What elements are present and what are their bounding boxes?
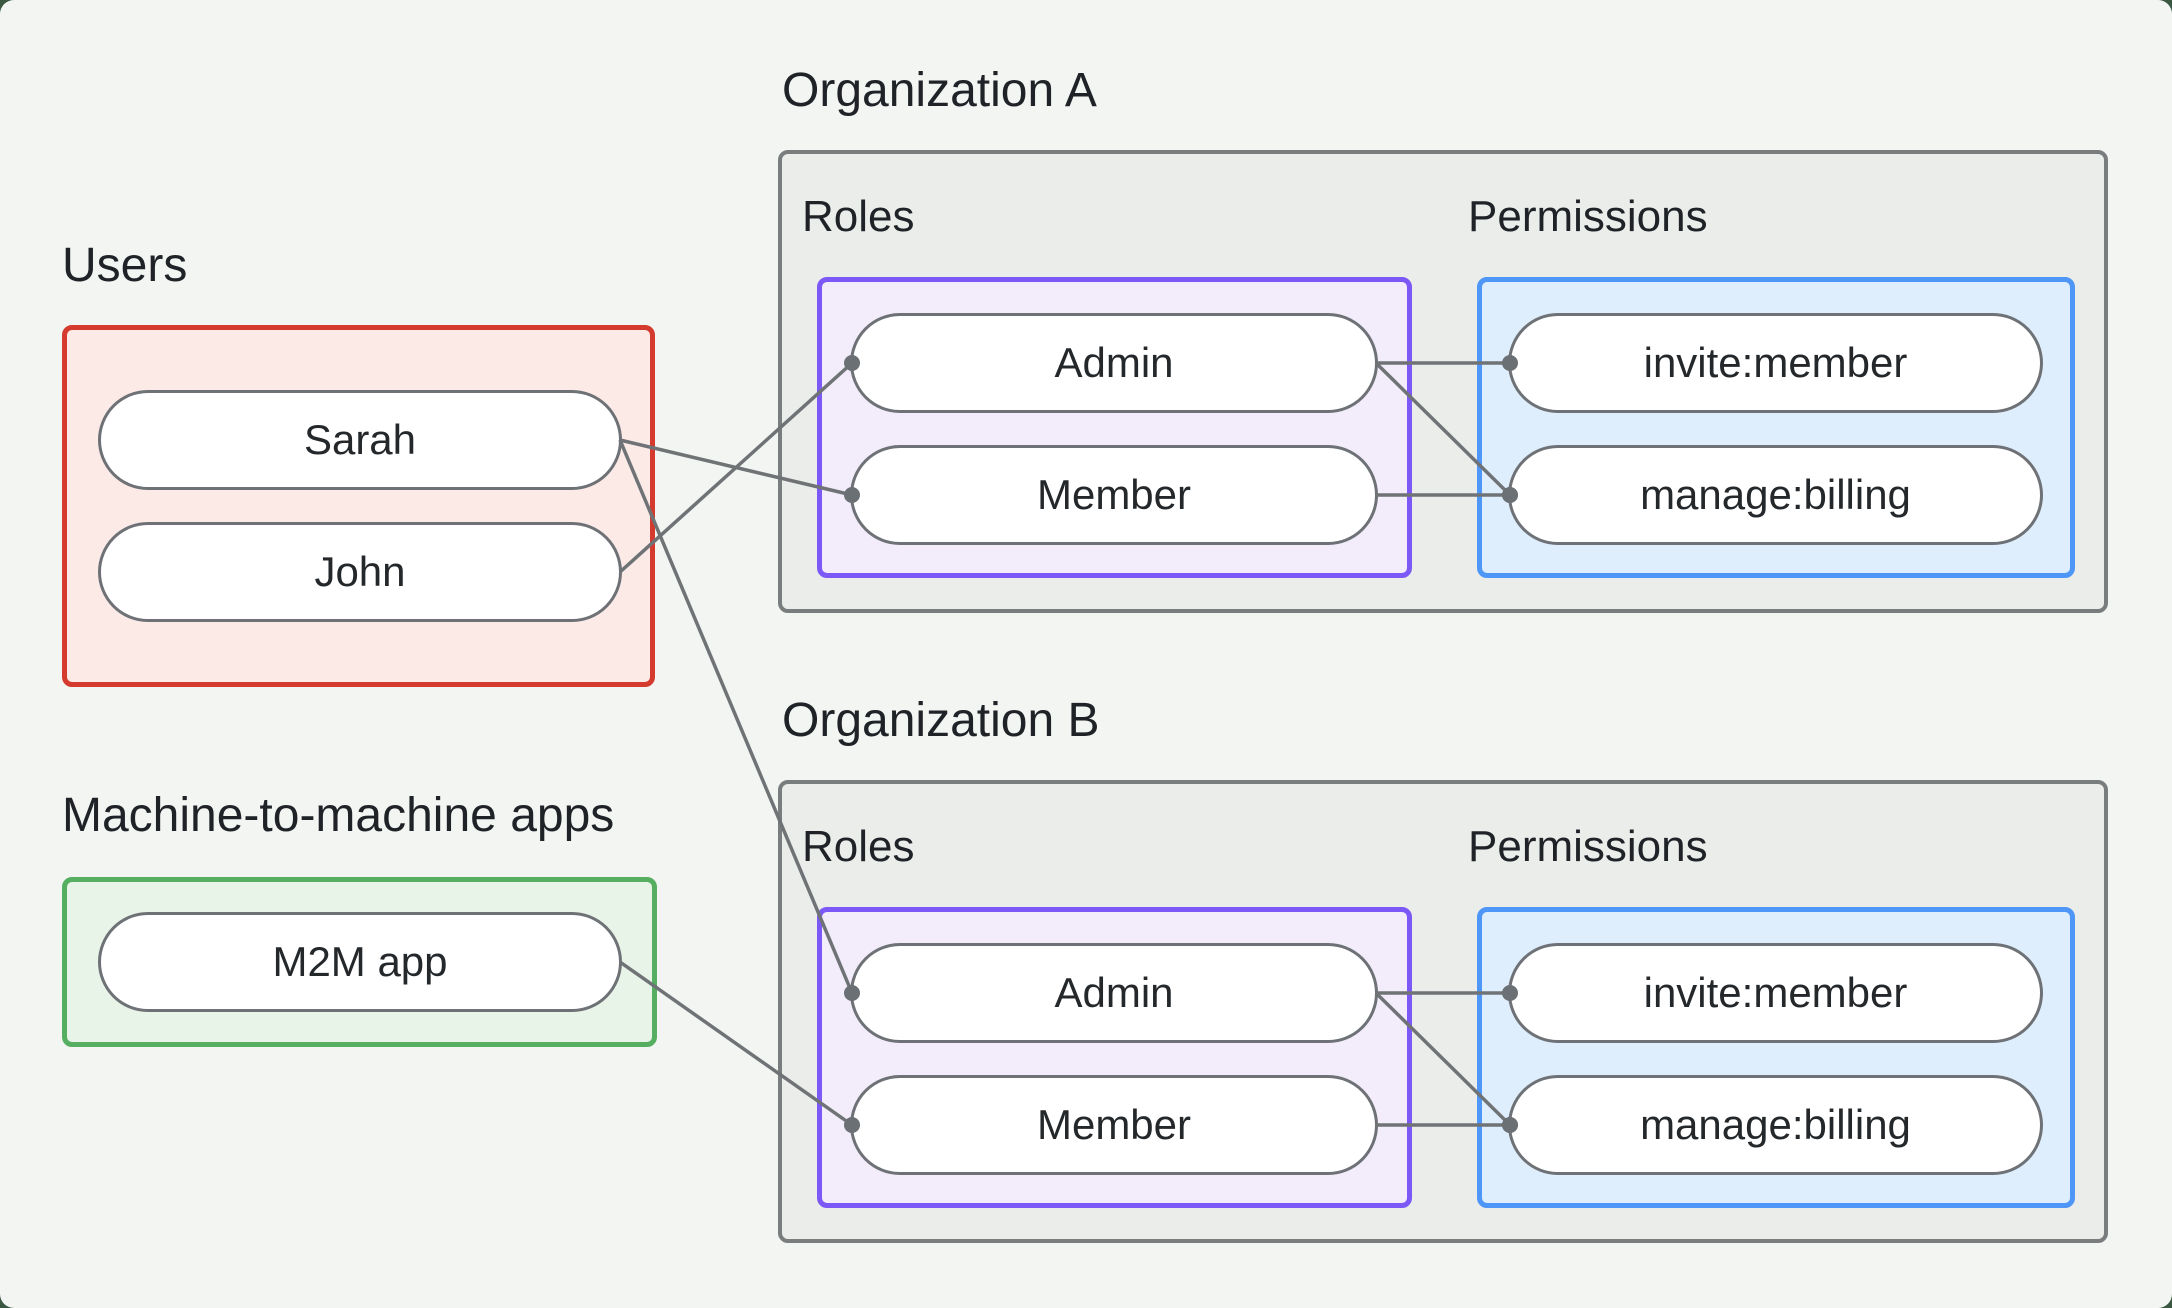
- org-a-permissions-label: Permissions: [1468, 192, 1708, 241]
- users-group-label: Users: [62, 239, 188, 292]
- org-a-role-pill-member-label: Member: [1036, 471, 1192, 518]
- org-a-permission-pill-manage-billing-label: manage:billing: [1640, 471, 1911, 518]
- m2m-group-label: Machine-to-machine apps: [62, 789, 615, 842]
- org-b-title: Organization B: [782, 694, 1100, 747]
- org-b-role-pill-member: Member: [850, 1075, 1378, 1175]
- org-a-role-pill-admin-label: Admin: [1054, 339, 1174, 386]
- org-b-role-pill-admin: Admin: [850, 943, 1378, 1043]
- org-a-permission-pill-invite-member: invite:member: [1508, 313, 2043, 413]
- m2m-app-pill: M2M app: [98, 912, 622, 1012]
- org-a-roles-label: Roles: [802, 192, 915, 241]
- org-a-permission-pill-invite-member-label: invite:member: [1643, 339, 1908, 386]
- m2m-app-pill-label: M2M app: [272, 938, 448, 985]
- org-a-permission-pill-manage-billing: manage:billing: [1508, 445, 2043, 545]
- org-a-title: Organization A: [782, 64, 1097, 117]
- org-b-permission-pill-invite-member-label: invite:member: [1643, 969, 1908, 1016]
- org-b-permission-pill-manage-billing: manage:billing: [1508, 1075, 2043, 1175]
- org-b-role-pill-admin-label: Admin: [1054, 969, 1174, 1016]
- org-b-role-pill-member-label: Member: [1036, 1101, 1192, 1148]
- user-pill-sarah: Sarah: [98, 390, 622, 490]
- org-a-role-pill-admin: Admin: [850, 313, 1378, 413]
- org-b-roles-label: Roles: [802, 822, 915, 871]
- org-b-permissions-label: Permissions: [1468, 822, 1708, 871]
- user-pill-john: John: [98, 522, 622, 622]
- org-b-permission-pill-manage-billing-label: manage:billing: [1640, 1101, 1911, 1148]
- user-pill-john-label: John: [314, 548, 406, 595]
- user-pill-sarah-label: Sarah: [303, 416, 417, 463]
- org-a-role-pill-member: Member: [850, 445, 1378, 545]
- org-b-permission-pill-invite-member: invite:member: [1508, 943, 2043, 1043]
- users-group-box: [62, 325, 655, 687]
